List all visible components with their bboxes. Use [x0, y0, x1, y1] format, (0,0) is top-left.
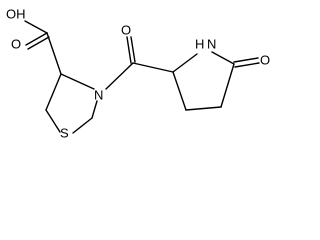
atom-label-oh: OH — [6, 6, 26, 21]
bond-ho-c — [24, 20, 48, 34]
bond-n-c4 — [60, 73, 95, 90]
atom-label-ring-nitrogen: N — [94, 87, 103, 102]
bond-carbonyl-o-b — [130, 36, 136, 63]
atom-label-amide-oxygen: O — [121, 22, 131, 37]
chemical-structure-diagram: OH O N S O H N O — [6, 6, 270, 140]
bond-carbonyl-o-a — [126, 36, 132, 64]
atom-label-sulfur: S — [60, 125, 69, 140]
bond-c5p-c4p — [220, 63, 235, 108]
bond-c5-s — [45, 109, 61, 133]
bond-c4p-c3p — [185, 106, 222, 111]
atom-label-acid-oxygen: O — [11, 36, 21, 51]
bond-c3p-c2p — [172, 71, 187, 111]
bond-acid-c-c4 — [46, 32, 62, 75]
atom-label-lactam-oxygen: O — [260, 52, 270, 67]
bond-lactam-o-a — [233, 57, 259, 63]
bond-c2p-nh — [172, 53, 198, 73]
bond-c4-c5 — [45, 73, 62, 111]
atom-label-lactam-nh: H N — [195, 36, 216, 51]
bond-c-o-double-a — [25, 32, 48, 46]
bond-nh-c5p — [211, 51, 235, 65]
bond-c-o-double-b — [27, 36, 50, 50]
bond-lactam-o-b — [234, 62, 260, 68]
bond-carbonyl-c2p — [132, 62, 174, 73]
bond-c2-n — [91, 100, 98, 119]
bond-n-carbonyl — [105, 62, 134, 90]
bond-s-c2 — [72, 117, 93, 134]
